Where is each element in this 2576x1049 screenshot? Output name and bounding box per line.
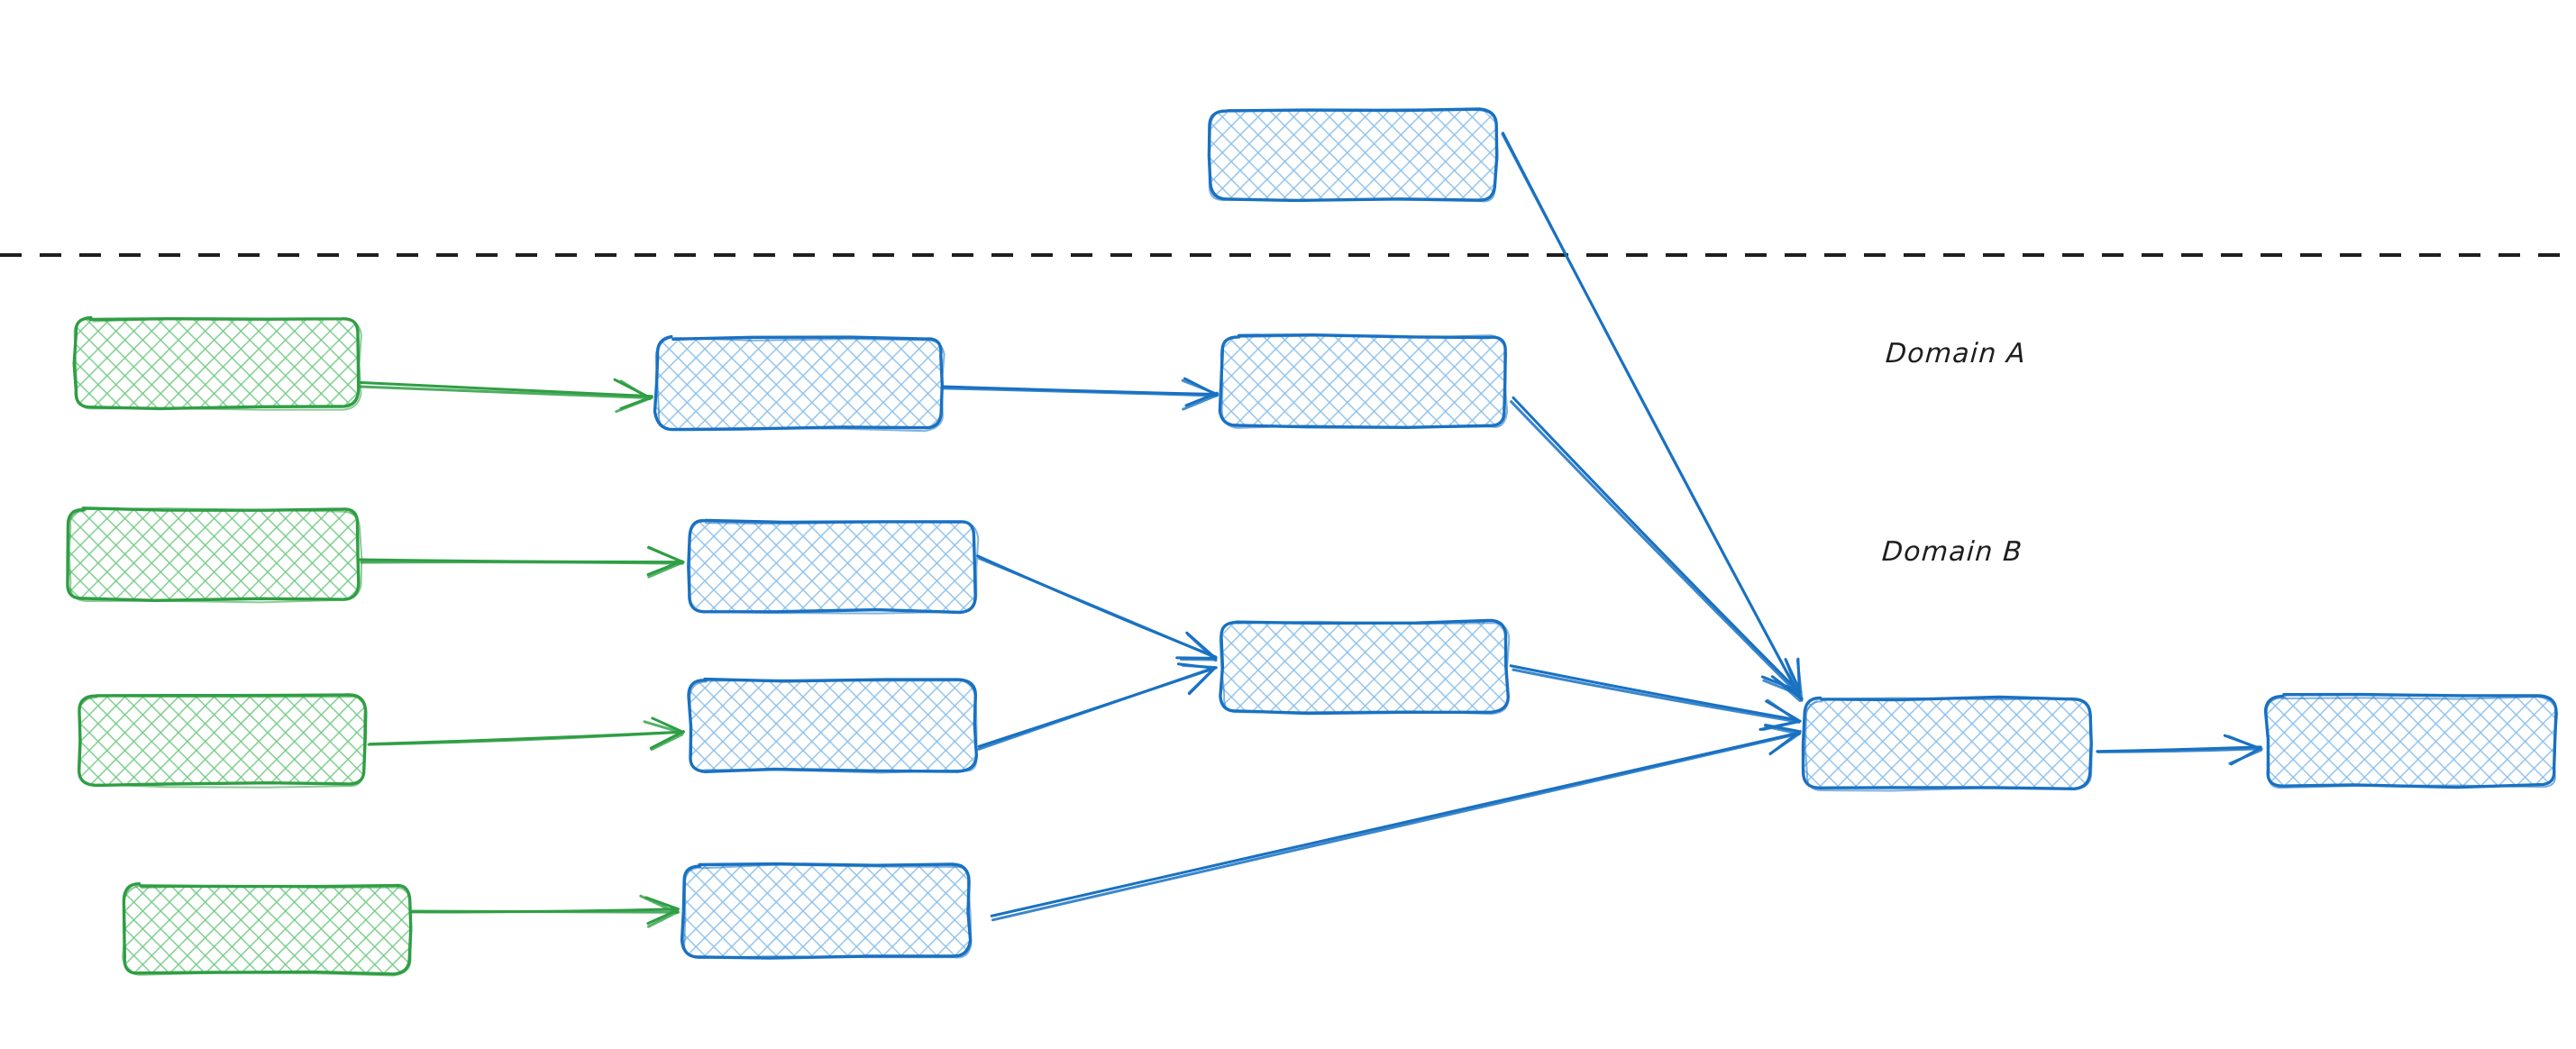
domain-b-label: Domain B [1880, 536, 2024, 568]
node-a-src-1[interactable] [72, 315, 362, 411]
node-hitbox-b-mid-3[interactable] [683, 865, 969, 957]
node-b-hub[interactable] [1801, 695, 2093, 792]
node-hitbox-a-mid-1[interactable] [656, 338, 942, 428]
edge-layer [357, 132, 2263, 928]
node-b-src-2[interactable] [77, 693, 368, 789]
node-layer [66, 107, 2559, 977]
node-hitbox-b-src-2[interactable] [79, 696, 365, 784]
node-hitbox-a-src-1[interactable] [75, 318, 359, 407]
node-b-out[interactable] [2263, 692, 2559, 789]
node-b-mid-2[interactable] [687, 677, 978, 774]
node-hitbox-b-src-1[interactable] [68, 509, 359, 599]
node-hitbox-a-top-1[interactable] [1210, 110, 1496, 200]
node-b-mid-3[interactable] [680, 862, 973, 960]
node-a-mid-1[interactable] [653, 334, 945, 433]
node-hitbox-a-right-1[interactable] [1221, 336, 1505, 426]
node-b-join-1[interactable] [1219, 618, 1511, 716]
node-a-right-1[interactable] [1218, 333, 1509, 429]
node-b-src-3[interactable] [122, 882, 413, 977]
node-b-src-1[interactable] [66, 506, 363, 604]
node-hitbox-b-src-3[interactable] [123, 885, 410, 973]
node-b-mid-1[interactable] [687, 518, 980, 615]
node-hitbox-b-join-1[interactable] [1221, 622, 1507, 712]
node-hitbox-b-mid-1[interactable] [690, 521, 975, 611]
domain-a-label: Domain A [1884, 338, 2028, 369]
node-hitbox-b-mid-2[interactable] [690, 680, 975, 771]
node-hitbox-b-out[interactable] [2267, 696, 2555, 786]
node-a-top-1[interactable] [1207, 107, 1499, 203]
node-hitbox-b-hub[interactable] [1804, 698, 2090, 789]
